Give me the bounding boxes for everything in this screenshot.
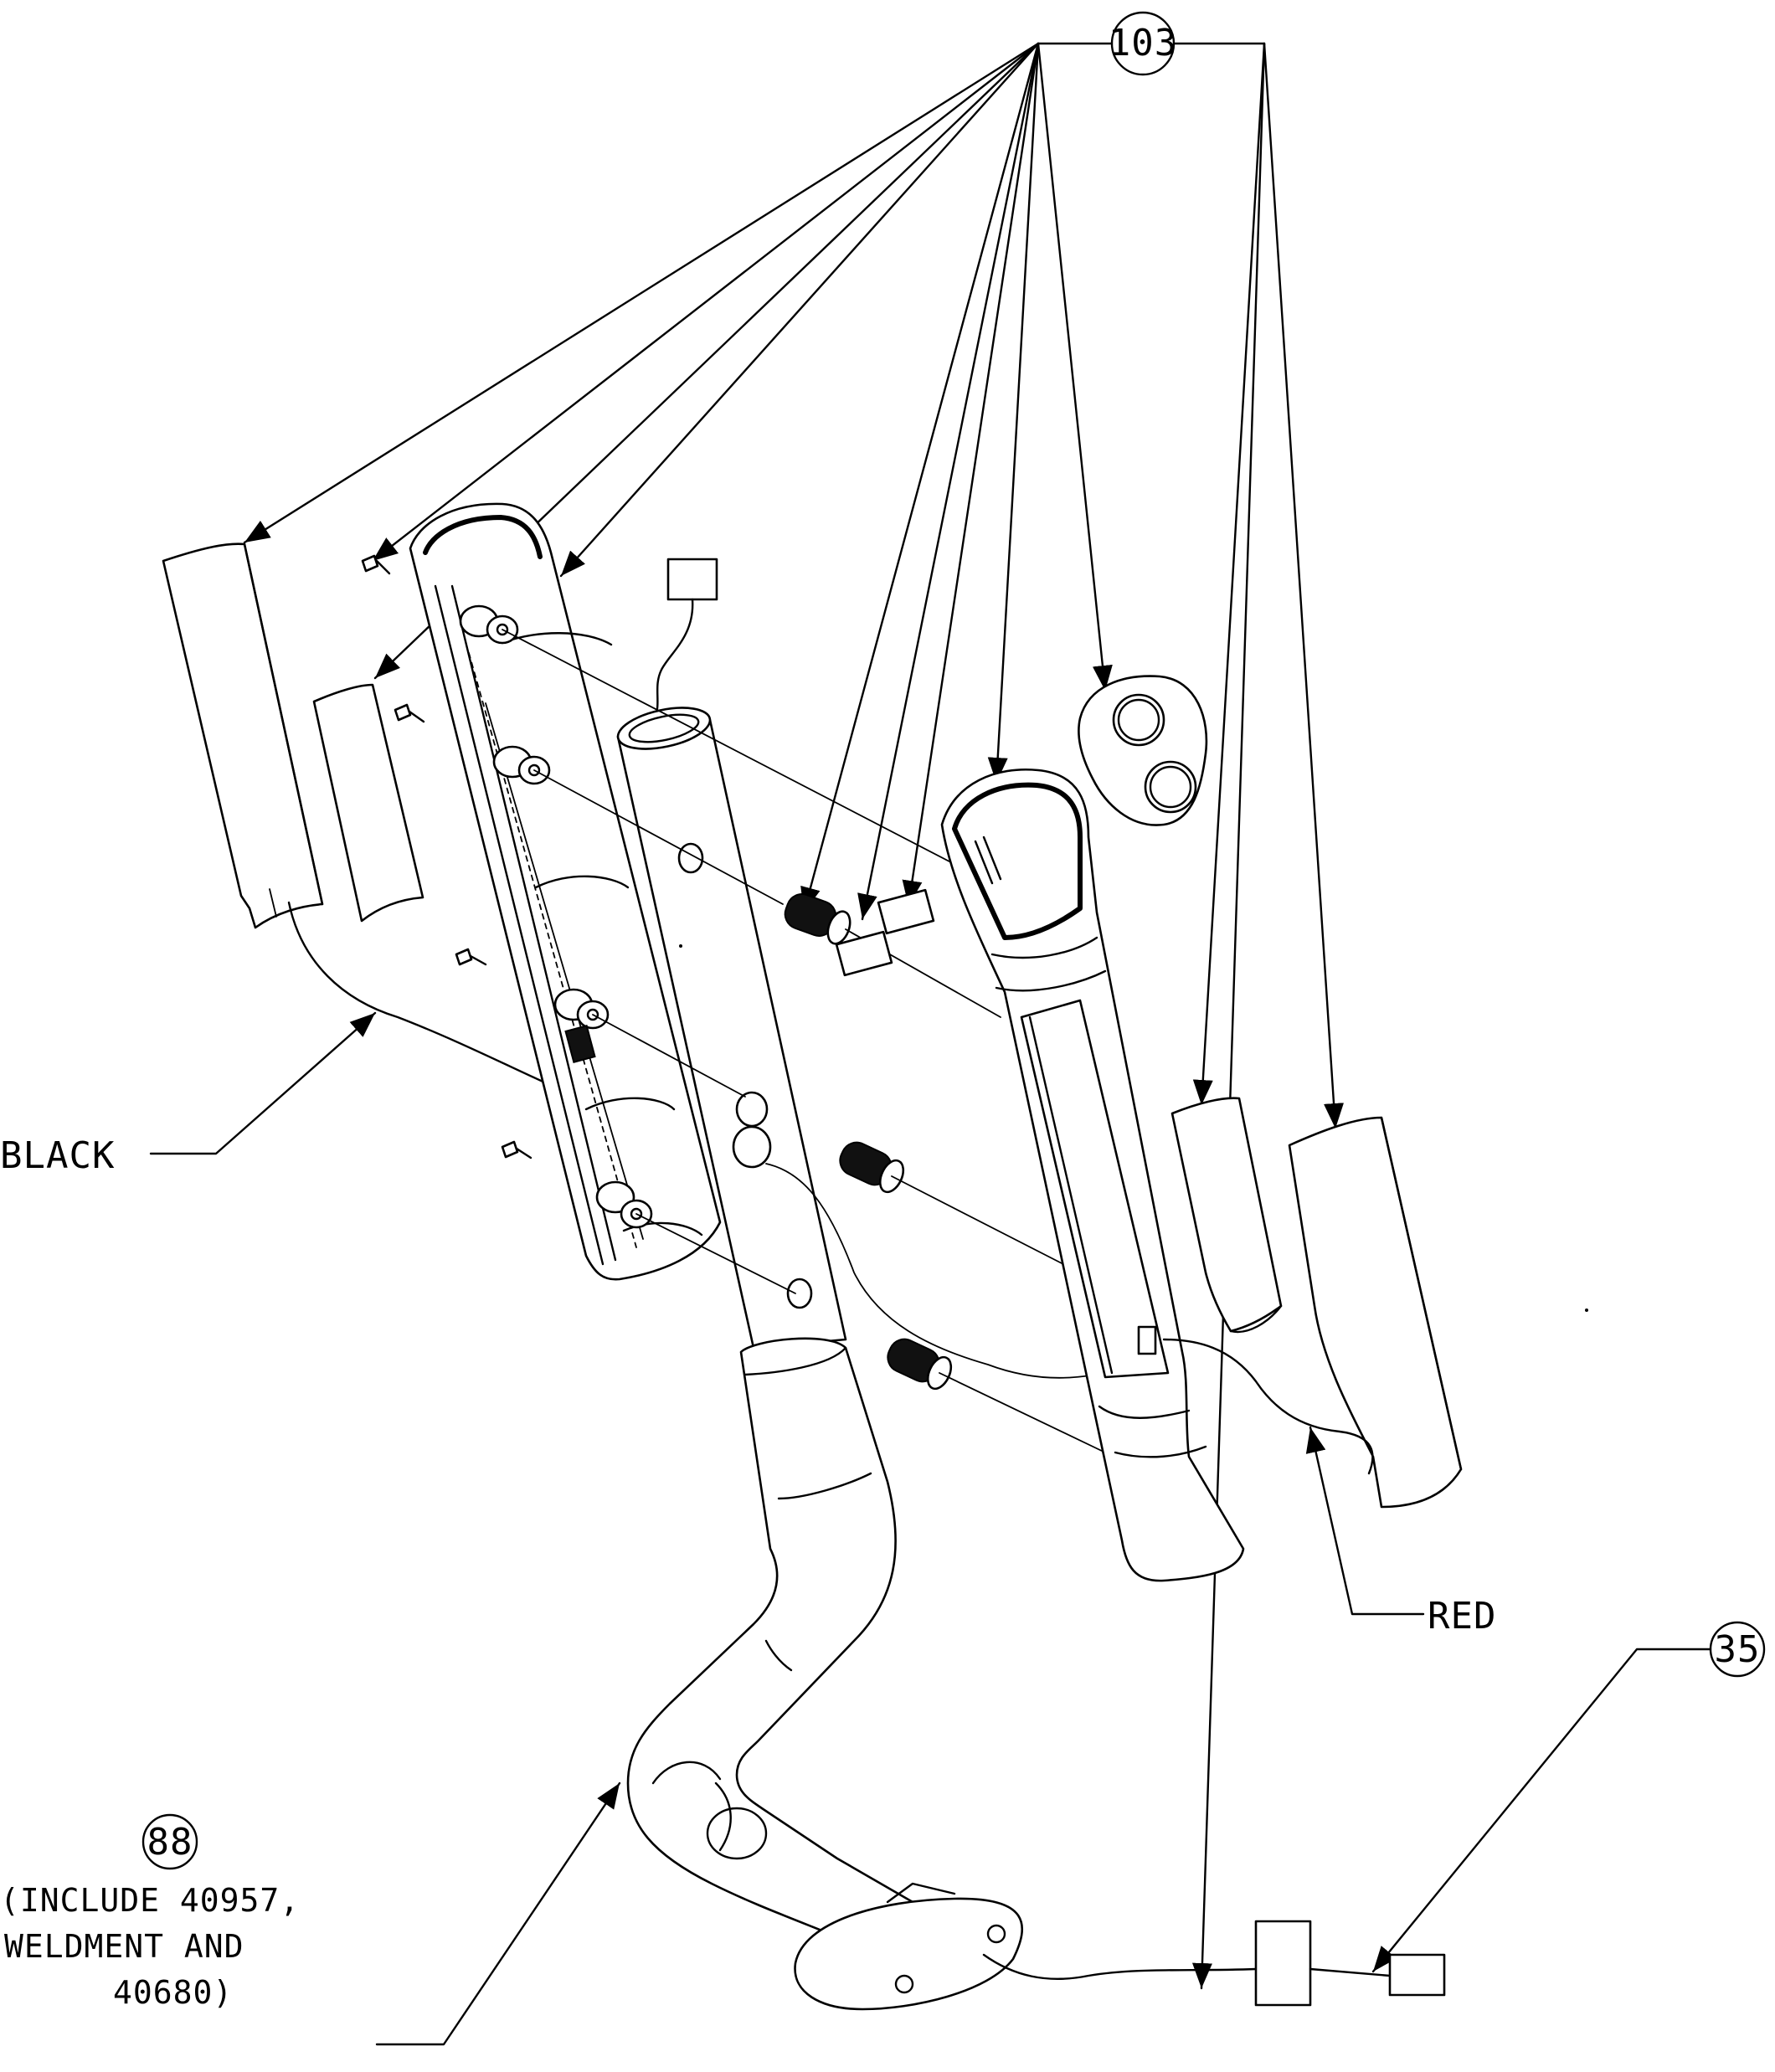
callout-88-text: 88 [147,1821,193,1864]
grip-sleeve-inner-left [312,683,424,923]
grip-sleeve-outer-left [162,542,324,929]
callout-103-text: 103 [1109,22,1177,64]
screw-2 [394,703,425,723]
base-flange [794,1882,1024,2011]
boss-2 [492,745,551,785]
note-line-3: 40680) [113,1974,233,2011]
label-black: BLACK [0,1011,377,1177]
connector-small [1388,1953,1446,1997]
connector-block [1254,1920,1312,2007]
callout-88-bubble [141,1813,198,1870]
lower-bent-tube [626,1337,973,1977]
small-label-parts [835,888,935,977]
callout-35-text: 35 [1715,1628,1761,1671]
red-wire [1162,1338,1374,1475]
spring-3 [887,1338,953,1391]
screw-1 [361,554,391,575]
label-black-text: BLACK [0,1134,115,1177]
screw-4 [501,1140,532,1159]
callout-103: 103 [1037,11,1266,76]
callout-88: 88 (INCLUDE 40957, WELDMENT AND 40680) [0,1782,621,2046]
grip-sleeve-outer-right [1288,1116,1463,1509]
note-line-1: (INCLUDE 40957, [0,1882,300,1919]
screw-3 [455,948,487,966]
button-plate [1078,675,1208,826]
screws [361,554,532,1159]
left-channel-cover [409,502,722,1281]
grip-sleeve-inner-right [1170,1097,1283,1334]
alignment-lines [502,629,1140,1453]
spring-2 [839,1141,905,1194]
note-line-2: WELDMENT AND [4,1928,244,1965]
black-wire [287,901,550,1086]
center-tube [616,707,847,1350]
spring-1 [784,893,851,945]
connector-top [653,558,718,720]
label-red-text: RED [1428,1595,1496,1638]
label-red: RED [1305,1426,1496,1638]
right-handle [940,768,1245,1582]
bottom-connectors [1254,1920,1446,2007]
callout-35: 35 [1371,1621,1766,1973]
base-wire [982,1953,1258,1981]
